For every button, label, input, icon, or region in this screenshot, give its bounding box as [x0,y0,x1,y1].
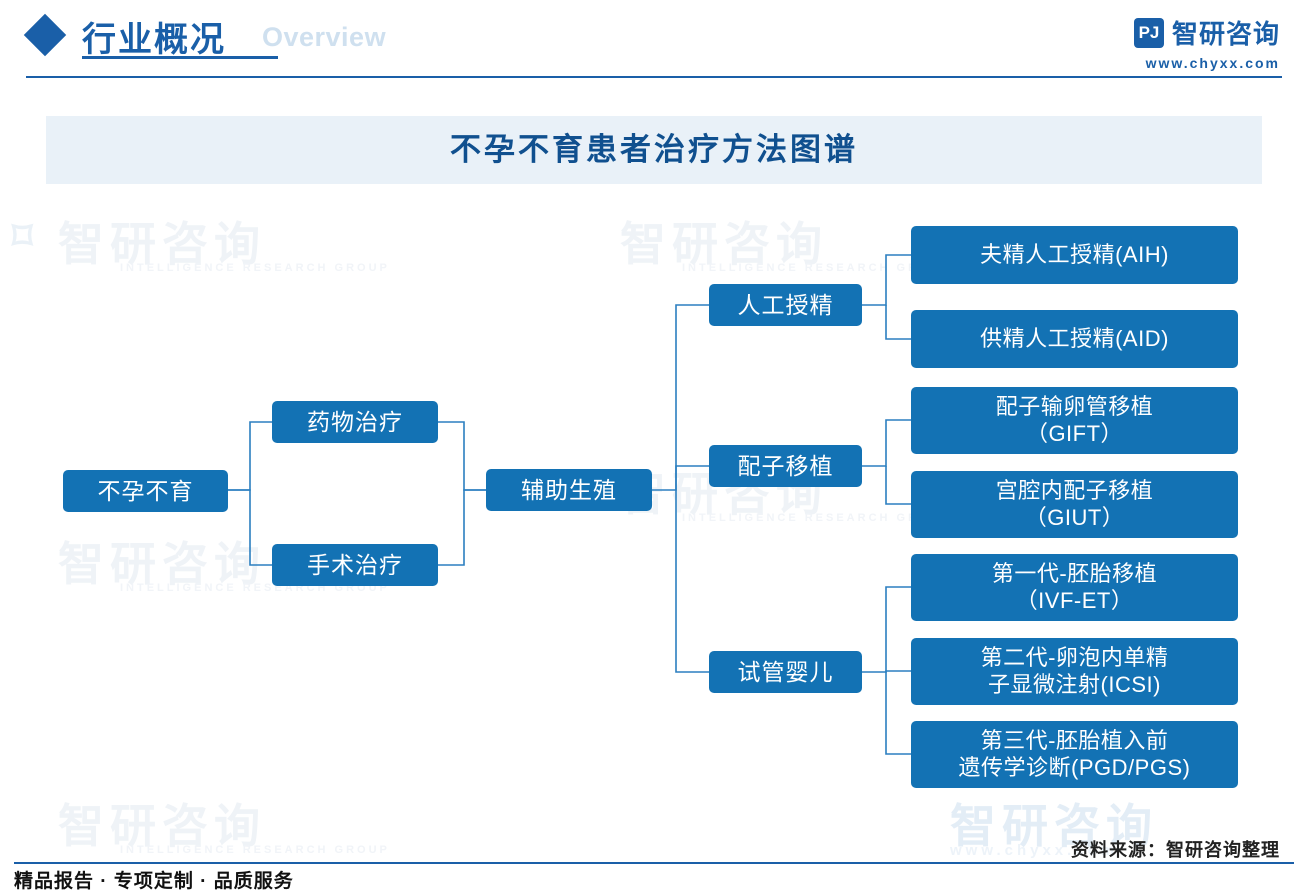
leaf-pgd-pgs-line2: 遗传学诊断(PGD/PGS) [958,754,1191,780]
leaf-giut-line2: （GIUT） [1024,504,1125,530]
header-divider [26,76,1282,78]
node-ivf[interactable]: 试管婴儿 [709,651,862,693]
source-note: 资料来源：智研咨询整理 [1071,840,1280,860]
leaf-ivf-et[interactable]: 第一代-胚胎移植 （IVF-ET） [911,554,1238,621]
chart-title-band: 不孕不育患者治疗方法图谱 [46,116,1262,184]
leaf-icsi-line2: 子显微注射(ICSI) [988,671,1161,697]
brand-logo-icon: PJ [1133,17,1164,48]
leaf-aih[interactable]: 夫精人工授精(AIH) [911,226,1238,284]
leaf-aid[interactable]: 供精人工授精(AID) [911,310,1238,368]
node-surgical-therapy[interactable]: 手术治疗 [272,544,438,586]
node-assisted-reproduction[interactable]: 辅助生殖 [486,469,652,511]
diamond-icon [23,13,67,57]
footer-note: 精品报告 · 专项定制 · 品质服务 [14,871,294,890]
leaf-giut[interactable]: 宫腔内配子移植 （GIUT） [911,471,1238,538]
node-drug-therapy[interactable]: 药物治疗 [272,401,438,443]
page-title: 行业概况 [82,21,226,59]
leaf-pgd-pgs-line1: 第三代-胚胎植入前 [980,727,1169,753]
leaf-gift[interactable]: 配子输卵管移植 （GIFT） [911,387,1238,454]
leaf-gift-line1: 配子输卵管移植 [995,393,1154,419]
brand-block: PJ 智研咨询 www.chyxx.com [1133,14,1280,71]
leaf-giut-line1: 宫腔内配子移植 [995,477,1154,503]
leaf-gift-line2: （GIFT） [1025,420,1124,446]
page-subtitle: Overview [262,22,387,52]
node-root[interactable]: 不孕不育 [63,470,228,512]
brand-url: www.chyxx.com [1145,55,1280,71]
chart-title: 不孕不育患者治疗方法图谱 [450,132,858,167]
leaf-ivf-et-line1: 第一代-胚胎移植 [991,560,1158,586]
leaf-pgd-pgs[interactable]: 第三代-胚胎植入前 遗传学诊断(PGD/PGS) [911,721,1238,788]
leaf-icsi[interactable]: 第二代-卵泡内单精 子显微注射(ICSI) [911,638,1238,705]
leaf-ivf-et-line2: （IVF-ET） [1015,587,1134,613]
brand-name: 智研咨询 [1171,19,1280,49]
footer-divider [14,862,1294,864]
title-underline [82,56,278,59]
node-artificial-insemination[interactable]: 人工授精 [709,284,862,326]
page-header: 行业概况 Overview PJ 智研咨询 www.chyxx.com [0,0,1308,78]
leaf-icsi-line1: 第二代-卵泡内单精 [980,644,1169,670]
node-gamete-transfer[interactable]: 配子移植 [709,445,862,487]
